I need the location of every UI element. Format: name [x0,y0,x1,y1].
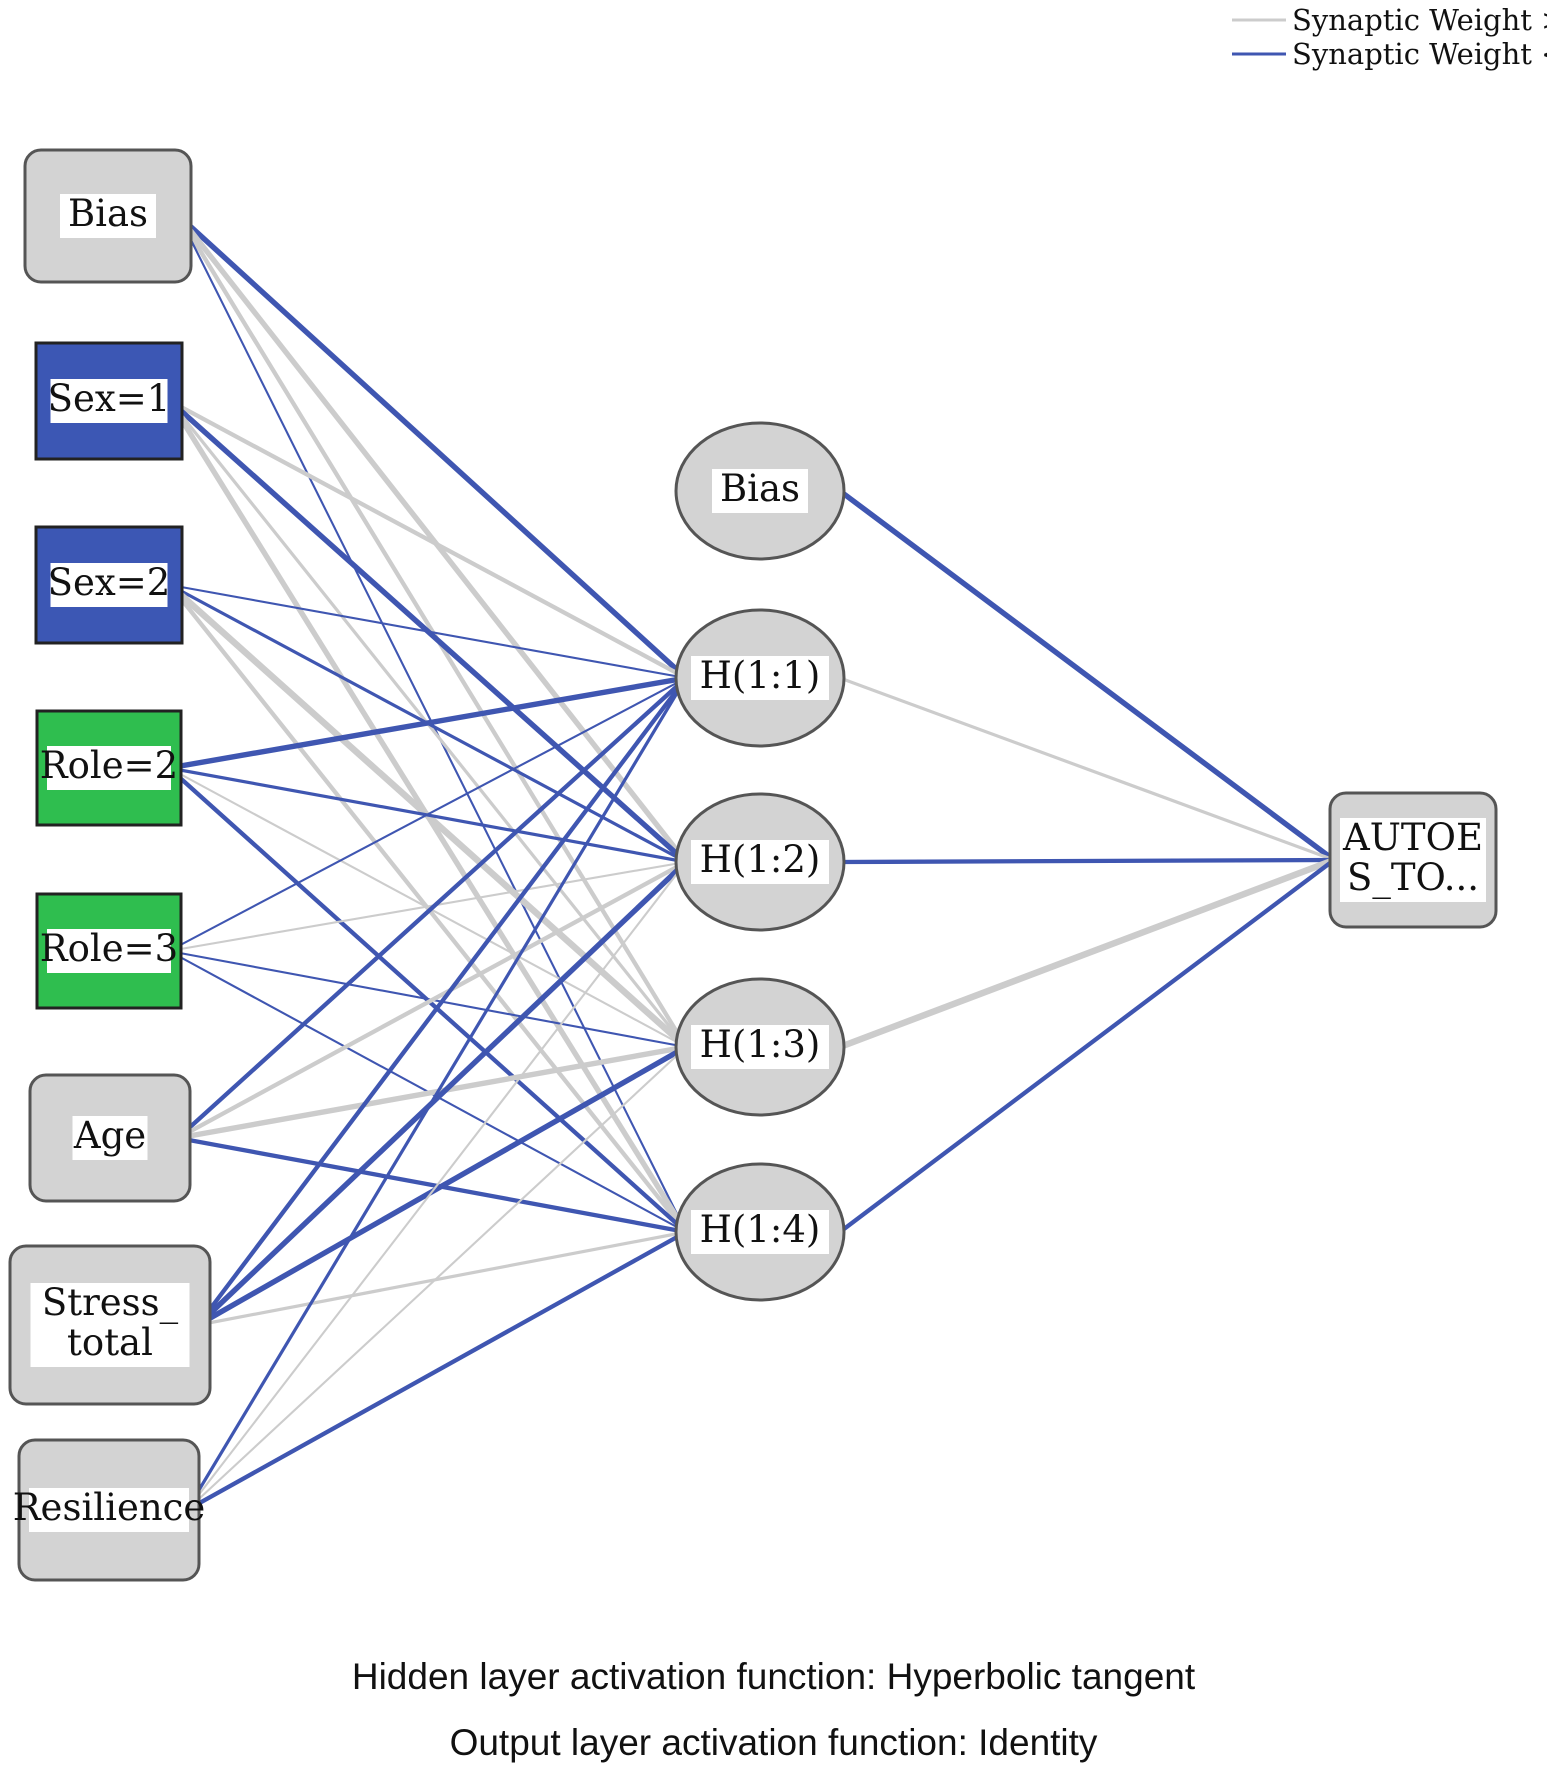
connection-in_role3-to-h2 [168,860,687,953]
connection-in_age-to-h2 [176,860,688,1140]
node-label-background [50,379,168,423]
node-label-background [1340,818,1486,902]
legend: Synaptic Weight > 0 Synaptic Weight < 0 [1232,3,1547,71]
node-label-background [60,194,156,238]
hidden-node-h3: H(1:3) [674,977,846,1117]
input-node-in_role3: Role=3 [35,892,183,1010]
connection-in_role3-to-h3 [168,949,687,1049]
hidden-node-h_bias: Bias [674,421,846,561]
node-label: Role=2 [40,744,178,787]
node-label-background [50,563,168,607]
connection-h_bias-to-out [838,488,1336,863]
connection-in_stress-to-h1 [196,676,688,1327]
connection-in_res-to-h4 [185,1230,688,1512]
input-node-in_res: Resilience [13,1438,206,1582]
input-node-in_age: Age [28,1073,192,1203]
node-label: Resilience [13,1486,206,1529]
connection-in_stress-to-h2 [196,860,688,1327]
node-label: Role=3 [40,927,178,970]
connection-in_res-to-h2 [186,861,687,1511]
connection-in_role3-to-h1 [168,677,687,952]
node-label: H(1:4) [700,1208,821,1251]
node-label: Bias [720,467,800,510]
node-label-background [72,1116,148,1160]
node-label-background [47,746,171,790]
node-label: Sex=1 [48,377,171,420]
hidden-node-h4: H(1:4) [674,1162,846,1302]
hidden-node-h1: H(1:1) [674,608,846,748]
node-label: H(1:1) [700,654,821,697]
connection-in_age-to-h3 [177,1044,687,1141]
node-label-background [691,1210,829,1254]
hidden-node-h2: H(1:2) [674,792,846,932]
connections-layer [167,214,1336,1512]
connection-in_sex1-to-h1 [168,399,688,680]
connection-in_stress-to-h4 [197,1230,687,1327]
legend-positive-label: Synaptic Weight > 0 [1292,3,1547,37]
node-label-background [47,929,171,973]
connection-in_age-to-h4 [177,1135,687,1235]
connection-h3-to-out [838,856,1336,1051]
connection-in_res-to-h3 [186,1046,687,1511]
output-activation-caption: Output layer activation function: Identi… [449,1722,1098,1763]
node-label: Sex=2 [48,561,171,604]
input-node-in_sex2: Sex=2 [34,525,184,645]
connection-in_res-to-h1 [185,677,688,1511]
connection-in_bias-to-h1 [177,214,688,680]
node-label: Bias [68,192,148,235]
node-label-background [691,840,829,884]
node-label-background [29,1488,189,1532]
node-label: Stress_total [42,1281,179,1364]
input-node-in_sex1: Sex=1 [34,341,184,461]
connection-h4-to-out [838,858,1336,1234]
hidden-activation-caption: Hidden layer activation function: Hyperb… [351,1656,1196,1697]
connection-in_sex2-to-h1 [169,583,687,680]
connection-in_role2-to-h1 [168,675,687,771]
node-label-background [691,656,829,700]
input-node-in_role2: Role=2 [35,709,183,827]
connection-in_age-to-h1 [176,676,688,1140]
connection-h2-to-out [839,857,1335,865]
node-label-background [691,1025,829,1069]
node-label: H(1:2) [700,838,821,881]
input-node-in_stress: Stress_total [8,1244,212,1406]
input-node-in_bias: Bias [23,148,193,284]
legend-negative-label: Synaptic Weight < 0 [1292,37,1547,71]
node-label: Age [73,1114,146,1157]
connection-h1-to-out [839,676,1335,862]
node-label-background [712,469,808,513]
nodes-layer: BiasSex=1Sex=2Role=2Role=3AgeStress_tota… [8,148,1498,1582]
node-label-background [30,1283,190,1367]
node-label: H(1:3) [700,1023,821,1066]
connection-in_stress-to-h3 [196,1044,688,1328]
